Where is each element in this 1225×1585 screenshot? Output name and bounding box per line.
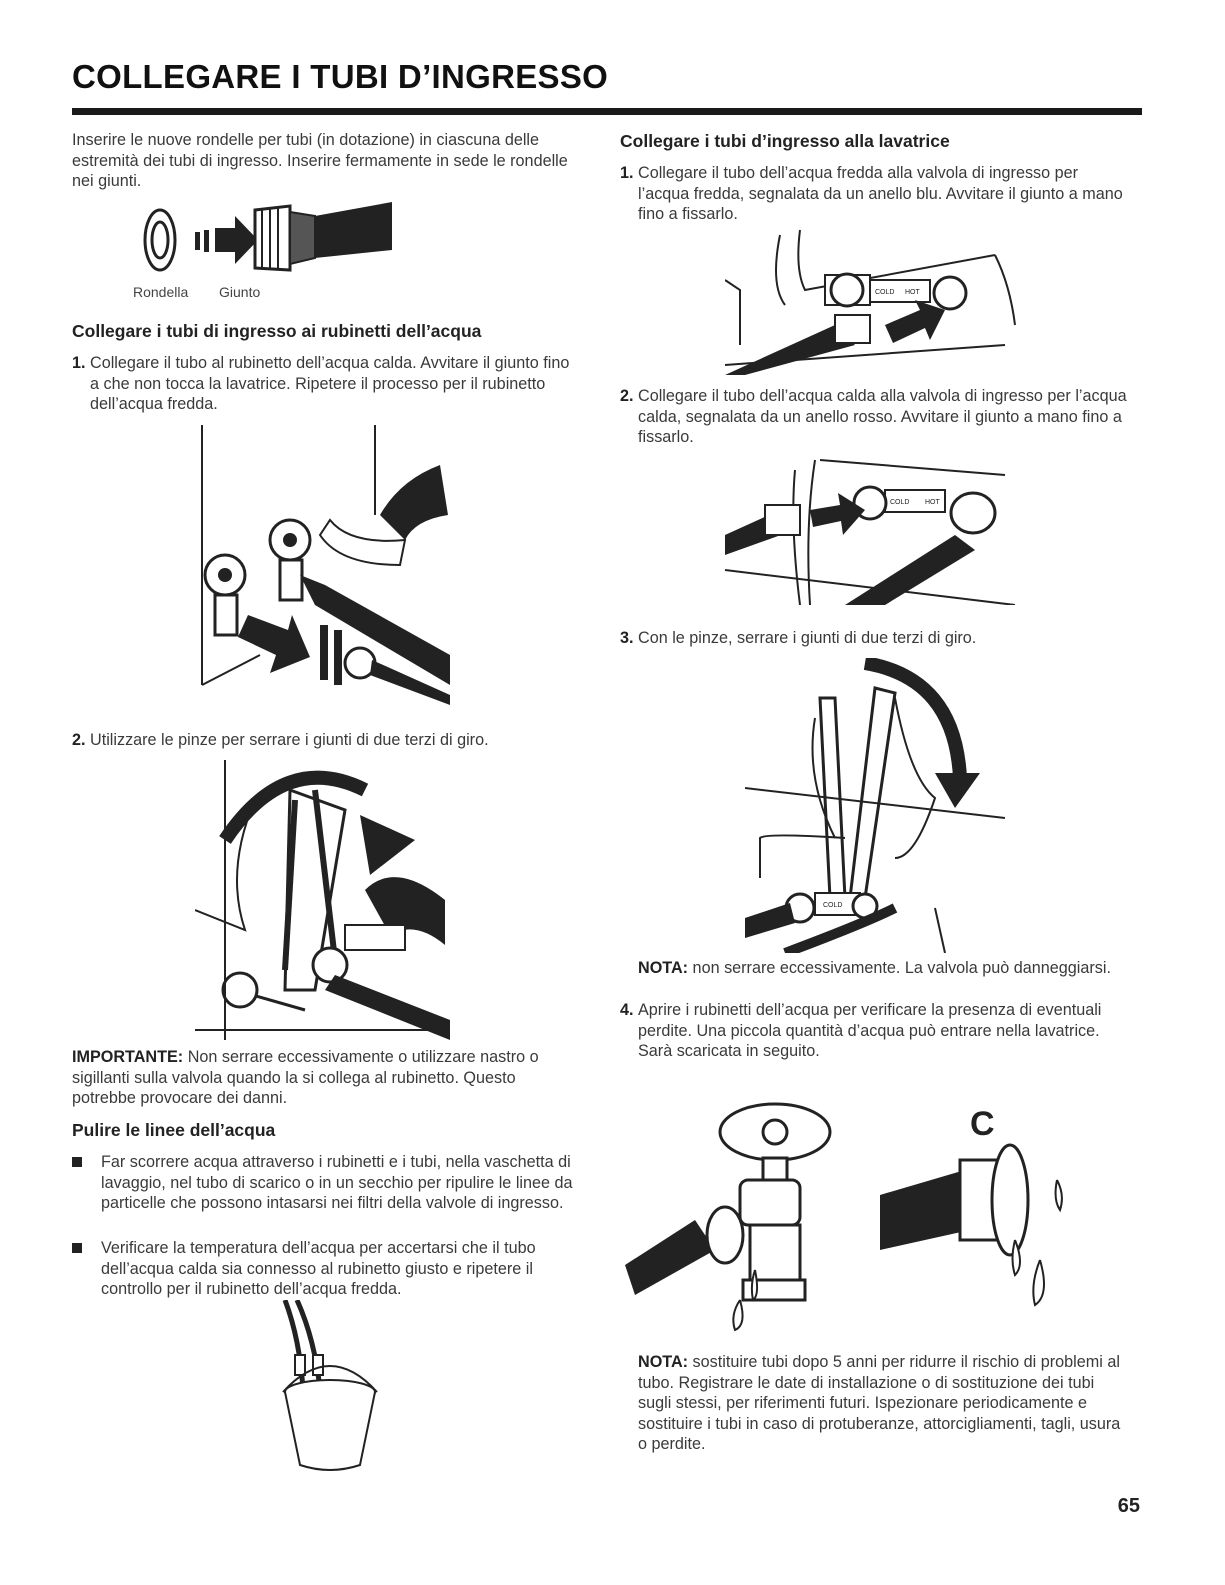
page-title: COLLEGARE I TUBI D’INGRESSO (72, 58, 609, 95)
step-text: Collegare il tubo dell’acqua calda alla … (638, 387, 1127, 446)
hot-label: HOT (905, 289, 921, 296)
step-text: Aprire i rubinetti dell’acqua per verifi… (638, 1001, 1102, 1060)
faucet-hose-illustration (201, 425, 450, 705)
note-replace-hoses: NOTA: sostituire tubi dopo 5 anni per ri… (638, 1352, 1128, 1455)
step-number: 1. (72, 354, 86, 372)
step-number: 2. (620, 387, 634, 405)
note-label: NOTA: (638, 1353, 689, 1371)
bullet-square-icon (72, 1243, 82, 1253)
left-step-1: 1. Collegare il tubo al rubinetto dell’a… (72, 353, 572, 415)
leak-figure-letter: C (970, 1105, 995, 1143)
bullet-item-flush: Far scorrere acqua attraverso i rubinett… (72, 1152, 587, 1214)
intro-paragraph: Inserire le nuove rondelle per tubi (in … (72, 131, 568, 190)
important-text: Non serrare eccessivamente o utilizzare … (72, 1048, 539, 1107)
step-text: Collegare il tubo dell’acqua fredda alla… (638, 164, 1123, 223)
bullet-text: Verificare la temperatura dell’acqua per… (101, 1239, 536, 1298)
left-step-2: 2. Utilizzare le pinze per serrare i giu… (72, 730, 572, 751)
page-number: 65 (1117, 1495, 1140, 1517)
washer-label: Rondella (133, 284, 189, 300)
hot-valve-illustration: COLD HOT (725, 459, 1016, 605)
cold-label: COLD (890, 499, 909, 506)
hot-label: HOT (925, 499, 941, 506)
cold-label: COLD (875, 289, 894, 296)
section-title-washer: Collegare i tubi d’ingresso alla lavatri… (620, 131, 950, 151)
section-title-faucets: Collegare i tubi di ingresso ai rubinett… (72, 321, 482, 341)
leak-check-illustration: C (625, 1102, 1063, 1332)
cold-valve-illustration: COLD HOT (725, 229, 1016, 375)
important-note: IMPORTANTE: Non serrare eccessivamente o… (72, 1047, 582, 1109)
bullet-text: Far scorrere acqua attraverso i rubinett… (101, 1153, 573, 1212)
note-overtighten: NOTA: non serrare eccessivamente. La val… (638, 958, 1138, 979)
right-step-2: 2. Collegare il tubo dell’acqua calda al… (620, 386, 1135, 448)
important-label: IMPORTANTE: (72, 1048, 184, 1066)
coupling-label: Giunto (219, 284, 261, 300)
pliers-washer-valve-illustration: COLD (745, 658, 1005, 953)
step-number: 2. (72, 731, 86, 749)
pliers-faucet-illustration (195, 760, 450, 1040)
note-text: sostituire tubi dopo 5 anni per ridurre … (638, 1353, 1121, 1453)
right-step-1: 1. Collegare il tubo dell’acqua fredda a… (620, 163, 1130, 225)
title-rule (72, 108, 1142, 115)
step-text: Utilizzare le pinze per serrare i giunti… (90, 731, 489, 749)
step-number: 4. (620, 1001, 634, 1019)
bullet-square-icon (72, 1157, 82, 1167)
step-number: 1. (620, 164, 634, 182)
step-text: Con le pinze, serrare i giunti di due te… (638, 629, 977, 647)
note-text: non serrare eccessivamente. La valvola p… (688, 959, 1111, 977)
bullet-item-temperature: Verificare la temperatura dell’acqua per… (72, 1238, 587, 1300)
cold-label: COLD (823, 902, 842, 909)
bucket-illustration (282, 1300, 378, 1471)
right-step-3: 3. Con le pinze, serrare i giunti di due… (620, 628, 1130, 649)
step-text: Collegare il tubo al rubinetto dell’acqu… (90, 354, 570, 413)
step-number: 3. (620, 629, 634, 647)
washer-coupling-illustration (143, 202, 392, 272)
right-step-4: 4. Aprire i rubinetti dell’acqua per ver… (620, 1000, 1135, 1062)
section-title-flush: Pulire le linee dell’acqua (72, 1120, 276, 1140)
note-label: NOTA: (638, 959, 689, 977)
